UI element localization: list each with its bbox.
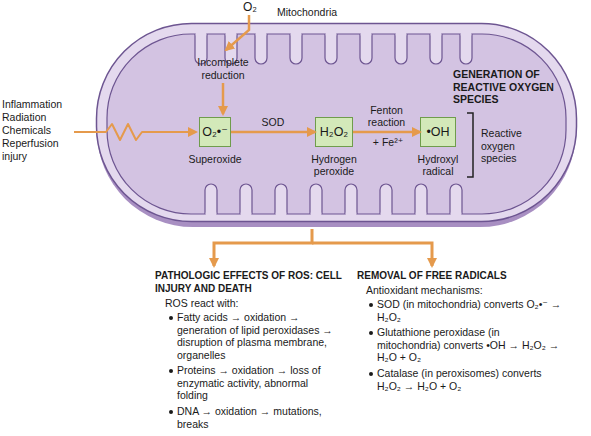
crista [360,34,372,64]
cause-label: Reperfusion injury [2,137,70,162]
bullet-dot [369,331,373,335]
bullet-dot [369,303,373,307]
process-label: Incomplete reduction [190,56,256,81]
crista-gap [291,33,302,36]
split-arrow [214,229,312,266]
outer-membrane [97,24,577,222]
species-box: •OHHydroxyl radical [420,117,456,147]
inner-membrane [107,34,566,214]
chemical-formula: H₂O₂ [320,125,348,139]
list-item: DNA → oxidation → mutations, breaks [177,405,337,430]
crista [255,34,267,64]
crista [345,184,357,214]
list-intro: Antioxidant mechanisms: [366,284,566,297]
molecule-label: O₂ [243,1,267,14]
crista [395,34,407,64]
split-arrow [312,243,432,266]
enzyme-label: SOD [256,116,290,128]
reaction-arrow [231,131,315,134]
list-item: Fatty acids → oxidation → generation of … [177,311,337,361]
crista-gap [326,33,337,36]
crista [290,34,302,64]
list-item: SOD (in mitochondria) converts O₂•⁻ → H₂… [377,298,562,323]
cause-label: Chemicals [2,124,82,137]
list-intro: ROS react with: [165,297,315,310]
crista-gap [241,213,252,216]
species-box: H₂O₂Hydrogen peroxide [315,117,353,147]
chemical-formula: •OH [426,125,449,139]
crista-gap [451,213,462,216]
crista-gap [461,33,472,36]
crista-gap [431,33,442,36]
crista [460,34,472,64]
crista-gap [276,213,287,216]
organelle-name: Mitochondria [267,6,347,18]
crista-gap [311,213,322,216]
crista-gap [226,33,237,36]
crista-gap [361,33,372,36]
group-label: Reactive oxygen species [481,127,533,165]
crista-gap [396,33,407,36]
cofactor-label: + Fe²⁺ [366,136,410,149]
crista-gap [346,213,357,216]
bullet-dot [169,316,173,320]
cause-label: Inflammation [2,98,82,111]
cause-label: Radiation [2,111,82,124]
bullet-dot [369,372,373,376]
species-name: Hydrogen peroxide [298,153,370,177]
list-item: Catalase (in peroxisomes) converts H₂O₂ … [377,367,562,392]
crista [325,34,337,64]
species-name: Hydroxyl radical [402,153,474,177]
crista [415,184,427,214]
crista [310,184,322,214]
enzyme-label: Fenton reaction [362,104,412,128]
crista-gap [381,213,392,216]
bullet-dot [169,369,173,373]
mitochondrion: MitochondriaGENERATION OF REACTIVE OXYGE… [95,22,578,228]
crista [450,184,462,214]
section-heading: PATHOLOGIC EFFECTS OF ROS: CELL INJURY A… [155,270,347,295]
list-item: Proteins → oxidation → loss of enzymatic… [177,364,337,402]
crista-gap [206,213,217,216]
list-item: Glutathione peroxidase (in mitochondria)… [377,326,562,364]
crista [275,184,287,214]
crista [240,184,252,214]
chemical-formula: O₂•⁻ [202,125,228,139]
crista [205,184,217,214]
membrane-shadow [97,27,576,227]
crista-gap [196,33,207,36]
crista-gap [416,213,427,216]
crista [430,34,442,64]
bullet-dot [169,410,173,414]
reaction-arrow [353,131,420,134]
crista [380,184,392,214]
section-heading: REMOVAL OF FREE RADICALS [357,270,582,283]
species-name: Superoxide [179,153,251,165]
crista-gap [256,33,267,36]
species-box: O₂•⁻Superoxide [199,117,231,147]
section-heading: GENERATION OF REACTIVE OXYGEN SPECIES [453,68,557,106]
